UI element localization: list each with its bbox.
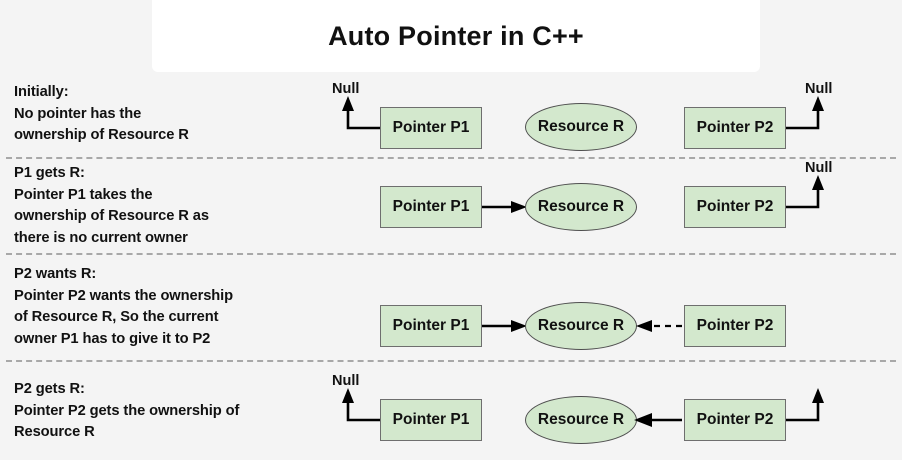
row-p2-wants-r: P2 wants R: Pointer P2 wants the ownersh… [0, 264, 902, 360]
p2-null-arrow [786, 175, 824, 209]
pointer-p2-box: Pointer P2 [684, 399, 786, 441]
pointer-p2-box: Pointer P2 [684, 305, 786, 347]
p1-to-resource-arrow [482, 201, 527, 213]
row-separator-3 [6, 360, 896, 362]
resource-r-ellipse: Resource R [525, 396, 637, 444]
pointer-p2-box: Pointer P2 [684, 186, 786, 228]
p1-null-arrow [342, 388, 380, 422]
null-label-p2: Null [805, 160, 833, 176]
row-description-p1-gets-r: P1 gets R: Pointer P1 takes the ownershi… [14, 165, 209, 246]
row-description-initially: Initially: No pointer has the ownership … [14, 84, 189, 143]
null-label-p1: Null [332, 373, 360, 389]
diagram-initially: Null Pointer P1 Resource R Pointer P2 Nu… [0, 81, 902, 157]
page-title: Auto Pointer in C++ [328, 20, 584, 51]
p2-requests-resource-dashed-arrow [636, 320, 682, 332]
p2-null-arrow [786, 96, 824, 130]
p1-null-arrow [342, 96, 380, 130]
p1-to-resource-arrow [482, 320, 527, 332]
title-card: Auto Pointer in C++ [152, 0, 760, 72]
pointer-p1-box: Pointer P1 [380, 186, 482, 228]
row-separator-1 [6, 157, 896, 159]
row-separator-2 [6, 253, 896, 255]
resource-r-ellipse: Resource R [525, 103, 637, 151]
pointer-p1-box: Pointer P1 [380, 399, 482, 441]
p2-to-resource-arrow [634, 413, 682, 427]
pointer-p1-box: Pointer P1 [380, 305, 482, 347]
p2-null-arrow [786, 388, 824, 422]
diagram-p1-gets-r: Pointer P1 Resource R Pointer P2 Null [0, 160, 902, 253]
null-label-p2: Null [805, 81, 833, 97]
null-label-p1: Null [332, 81, 360, 97]
diagram-p2-wants-r: Pointer P1 Resource R Pointer P2 [0, 264, 902, 360]
row-description-p2-gets-r: P2 gets R: Pointer P2 gets the ownership… [14, 381, 240, 440]
row-description-p2-wants-r: P2 wants R: Pointer P2 wants the ownersh… [14, 266, 233, 347]
row-initially: Initially: No pointer has the ownership … [0, 81, 902, 157]
row-p2-gets-r: P2 gets R: Pointer P2 gets the ownership… [0, 370, 902, 460]
row-p1-gets-r: P1 gets R: Pointer P1 takes the ownershi… [0, 160, 902, 253]
pointer-p1-box: Pointer P1 [380, 107, 482, 149]
diagram-p2-gets-r: Null Pointer P1 Resource R Pointer P2 [0, 370, 902, 460]
resource-r-ellipse: Resource R [525, 183, 637, 231]
pointer-p2-box: Pointer P2 [684, 107, 786, 149]
